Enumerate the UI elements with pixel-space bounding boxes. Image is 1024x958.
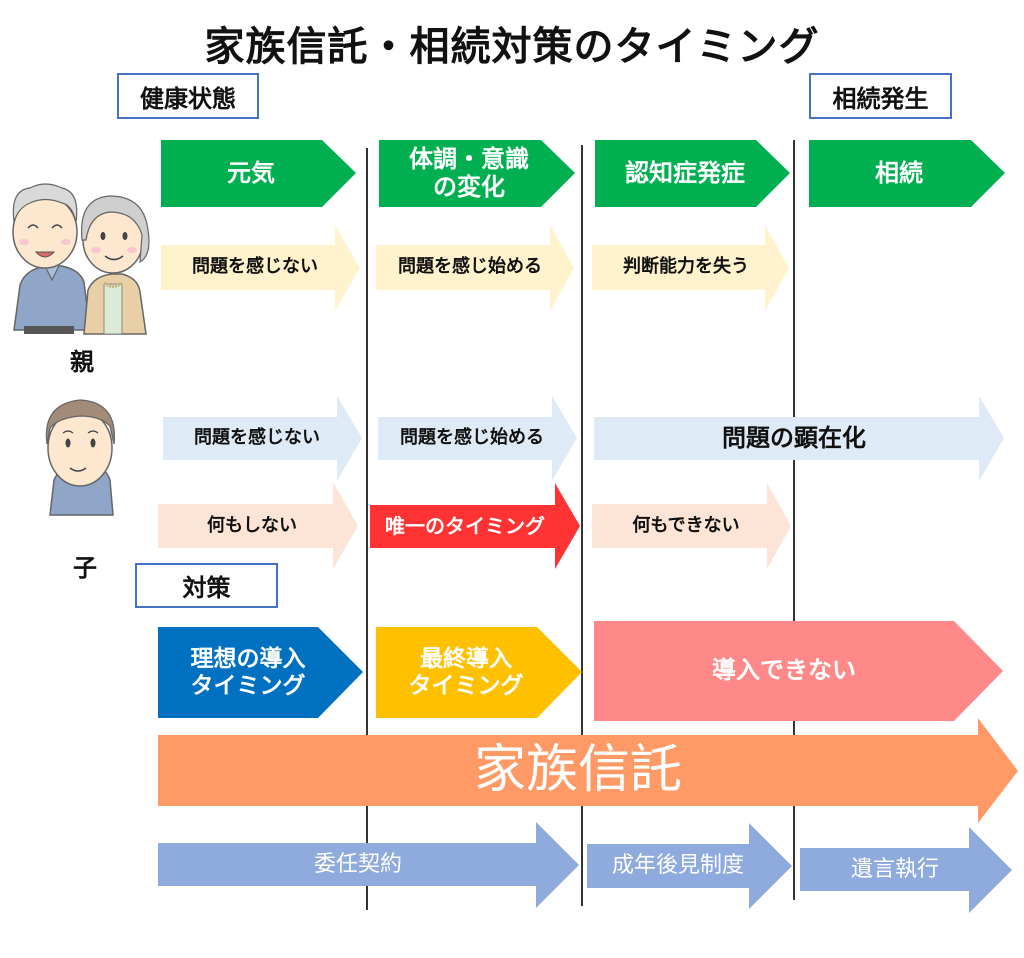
child-action-label-2: 唯一のタイミング [385, 514, 545, 538]
parent-arrow-1 [161, 225, 360, 311]
parent-row-label-2: 問題を感じ始める [398, 256, 542, 278]
measure-arrow-impossible [594, 621, 1003, 721]
legal-arrow-mandate [158, 822, 579, 908]
legal-arrow-guardianship [587, 823, 792, 909]
stage-label-healthy: 元気 [227, 158, 275, 187]
family-trust-label: 家族信託 [473, 739, 682, 800]
divider-line-3 [793, 140, 795, 900]
measure-arrow-final [376, 627, 582, 718]
child-awareness-label-3: 問題の顕在化 [722, 423, 866, 452]
parent-arrow-2 [376, 225, 574, 311]
stage-label-inheritance: 相続 [875, 158, 923, 187]
measure-label-final: 最終導入 タイミング [408, 646, 524, 699]
parent-arrow-3 [592, 225, 789, 311]
child-action-arrow-1 [158, 482, 358, 569]
child-action-arrow-2 [370, 483, 580, 569]
measure-label-ideal: 理想の導入 タイミング [190, 646, 306, 699]
child-awareness-arrow-2 [378, 396, 577, 481]
legal-label-mandate: 委任契約 [313, 851, 402, 877]
stage-label-dementia: 認知症発症 [625, 158, 745, 187]
inheritance-occurs-label: 相続発生 [809, 73, 952, 119]
divider-line-1 [366, 148, 368, 910]
child-awareness-label-1: 問題を感じない [194, 427, 320, 449]
page-title: 家族信託・相続対策のタイミング [204, 24, 820, 70]
family-trust-arrow [158, 718, 1018, 823]
stage-arrow-4 [809, 140, 1005, 207]
parent-row-label-1: 問題を感じない [192, 256, 318, 278]
child-awareness-label-2: 問題を感じ始める [400, 427, 544, 449]
elderly-couple-icon [12, 183, 150, 335]
child-label: 子 [73, 554, 97, 582]
child-action-arrow-3 [592, 483, 791, 569]
measure-label-impossible: 導入できない [712, 656, 856, 685]
measure-arrow-ideal [158, 627, 363, 718]
legal-label-guardianship: 成年後見制度 [611, 853, 744, 879]
stage-label-change: 体調・意識 の変化 [409, 144, 529, 201]
stage-arrow-2 [379, 140, 575, 207]
health-status-label: 健康状態 [117, 73, 259, 119]
child-action-label-1: 何もしない [207, 514, 297, 536]
measures-label: 対策 [135, 563, 278, 608]
stage-arrow-3 [595, 140, 790, 207]
legal-label-will: 遺言執行 [850, 856, 939, 882]
parent-label: 親 [70, 348, 94, 376]
child-action-label-3: 何もできない [632, 514, 740, 536]
parent-row-label-3: 判断能力を失う [623, 256, 749, 278]
child-awareness-arrow-3 [594, 396, 1004, 481]
legal-arrow-will [800, 827, 1012, 913]
child-man-icon [45, 399, 116, 516]
divider-line-2 [581, 145, 583, 906]
child-awareness-arrow-1 [163, 396, 362, 481]
stage-arrow-1 [161, 140, 356, 207]
